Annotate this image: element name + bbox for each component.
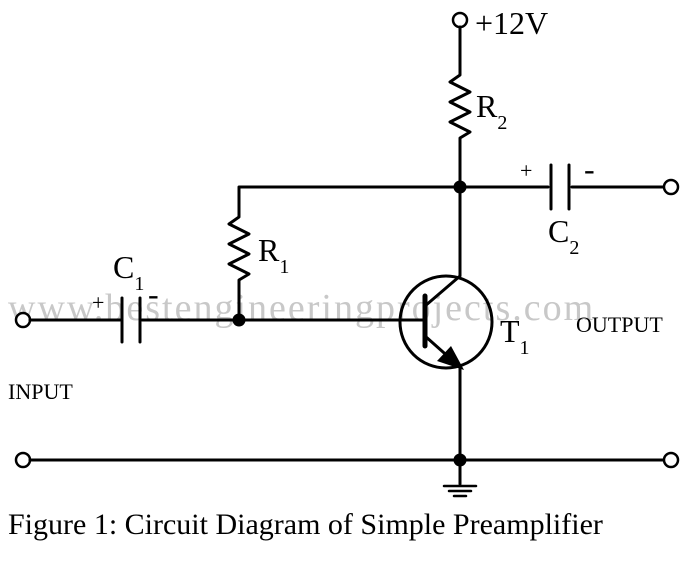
r2-label: R2 [476,88,507,134]
input-label: INPUT [8,379,73,404]
output-label: OUTPUT [576,312,663,337]
capacitor-c2 [458,163,666,211]
c1-plus: + [92,290,104,315]
c2-minus: - [584,151,595,187]
resistor-r1 [227,185,462,322]
input-terminal-bottom [14,451,32,469]
emitter-arrow [437,346,464,370]
c2-plus: + [520,158,532,183]
input-terminal-top [14,311,32,329]
output-terminal-top [662,178,680,196]
supply-label: +12V [475,5,548,41]
t1-label: T1 [500,313,530,359]
r1-label: R1 [258,232,289,278]
c1-minus: - [148,276,159,312]
c2-label: C2 [548,213,579,259]
figure-caption: Figure 1: Circuit Diagram of Simple Prea… [8,508,603,541]
watermark-text: www.bestengineeringprojects.com [8,287,595,329]
transistor-t1 [237,185,494,462]
resistor-r2 [448,25,472,189]
capacitor-c1 [28,296,241,344]
ground-symbol [442,458,478,498]
c1-label: C1 [113,249,144,295]
output-terminal-bottom [662,451,680,469]
supply-terminal [451,11,469,29]
